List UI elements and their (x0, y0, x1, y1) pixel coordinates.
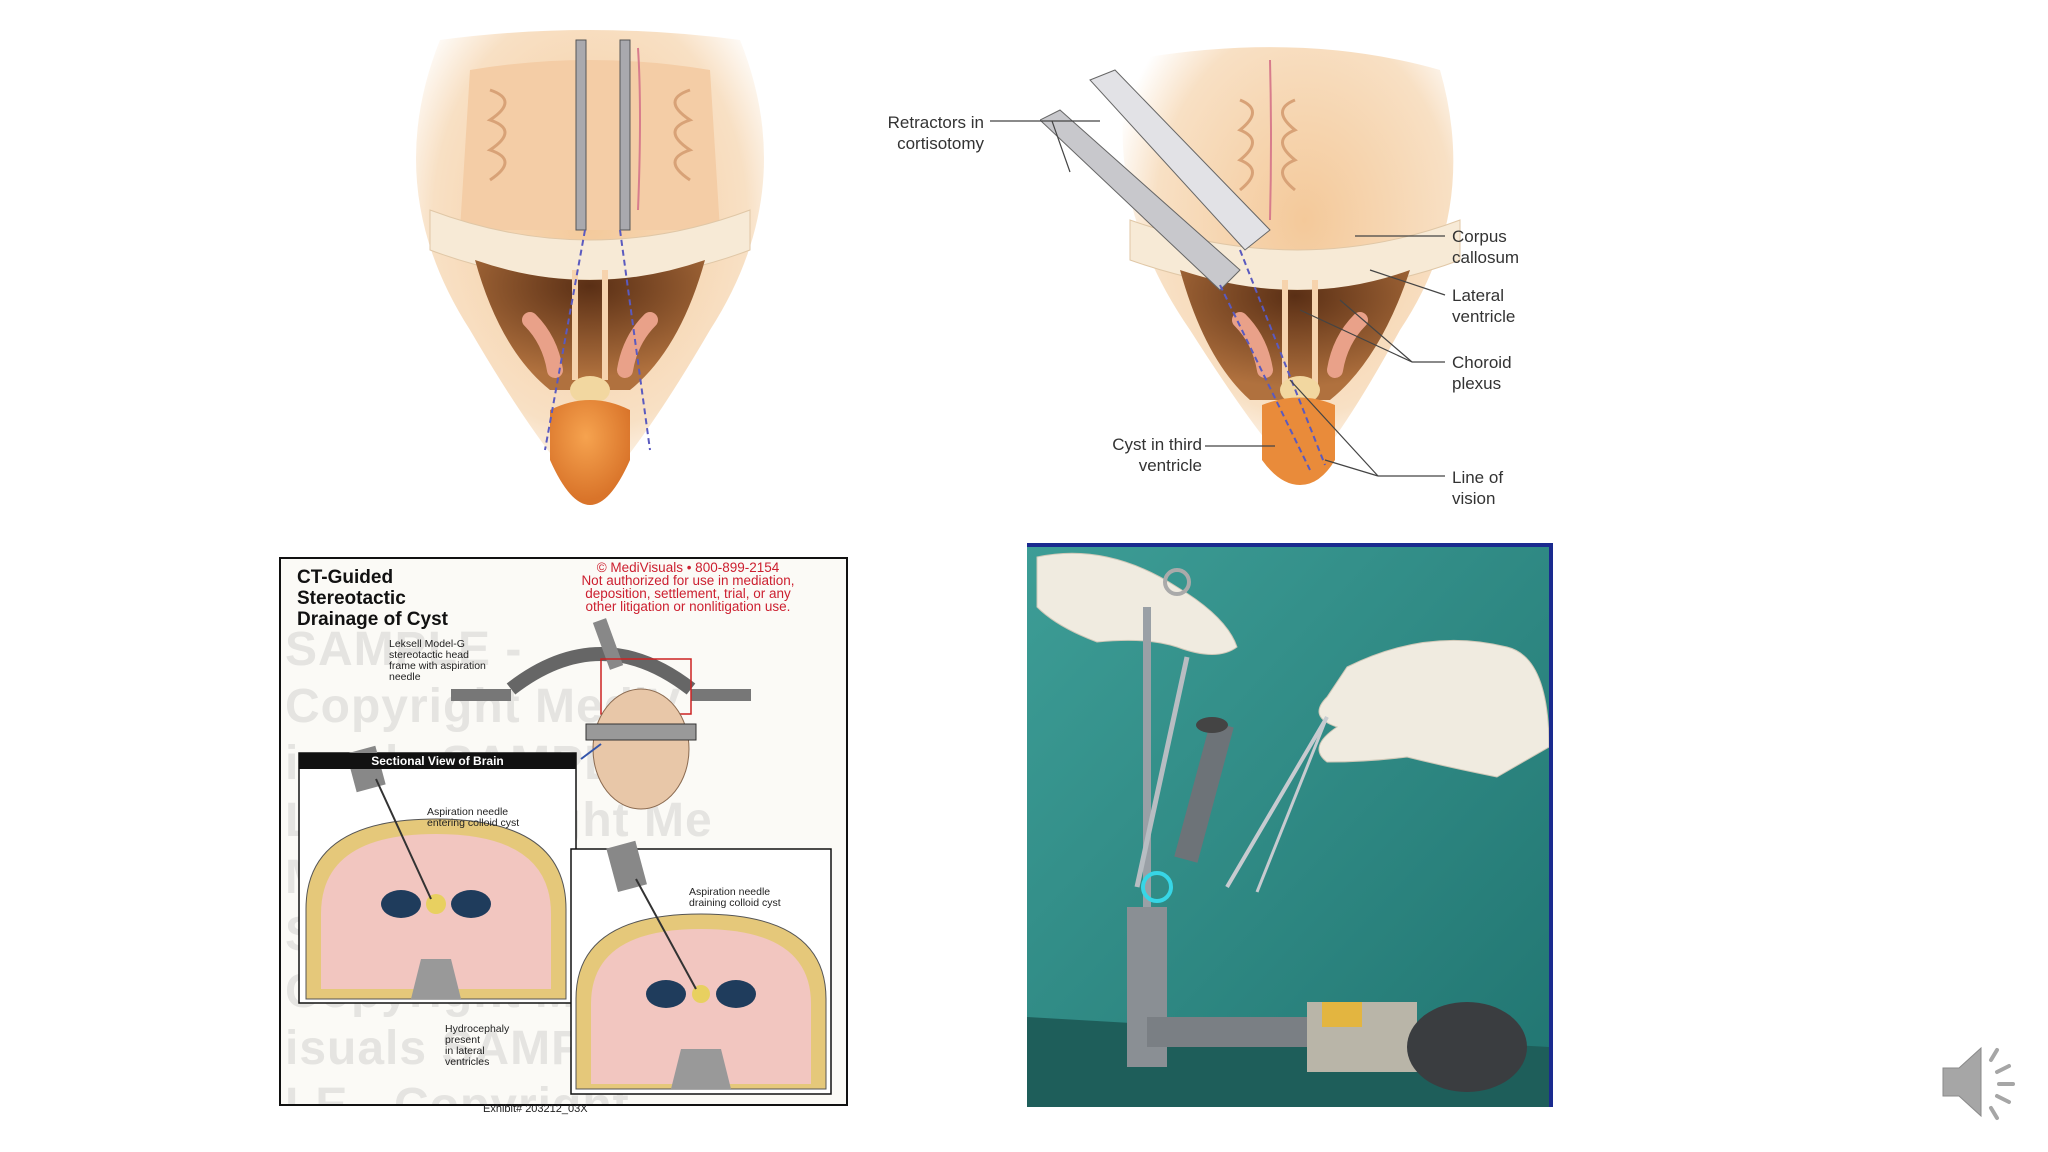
label-lateral-ventricle: Lateral ventricle (1452, 286, 1516, 326)
label-corpus-callosum: Corpus callosum (1452, 227, 1520, 267)
needle-draining-label: Aspiration needle draining colloid cyst (689, 886, 781, 909)
section-header: Sectional View of Brain (299, 753, 576, 769)
copyright-line: other litigation or nonlitigation use. (585, 599, 791, 614)
frame-label: Leksell Model-G stereotactic head frame … (389, 638, 486, 683)
label-cyst: Cyst in third ventricle (1112, 435, 1202, 475)
exhibit-number: Exhibit# 203212_03X (483, 1103, 588, 1115)
hydrocephaly-label: Hydrocephaly present in lateral ventricl… (445, 1023, 510, 1068)
endoscope-photo-drawing (1027, 547, 1549, 1107)
copyright-line: Not authorized for use in mediation, (581, 573, 795, 588)
label-retractors: Retractors in cortisotomy (887, 113, 984, 153)
ct-panel-title: CT-Guided Stereotactic Drainage of Cyst (297, 567, 448, 630)
endoscope-photo (1027, 543, 1553, 1107)
ct-guided-drainage-panel: SAMPLE - Copyright MediV isuals SAMPLE -… (279, 557, 848, 1106)
speaker-icon[interactable] (1935, 1036, 2025, 1126)
copyright-notice: © MediVisuals • 800-899-2154 Not authori… (538, 560, 838, 614)
label-choroid-plexus: Choroid plexus (1452, 353, 1512, 393)
ct-panel-illustration (298, 618, 832, 1095)
label-line-of-vision: Line of vision (1452, 468, 1504, 508)
needle-entering-label: Aspiration needle entering colloid cyst (427, 806, 520, 829)
brain-illustration-right (1040, 47, 1461, 485)
copyright-line: deposition, settlement, trial, or any (585, 586, 791, 601)
brain-illustration-left (416, 30, 764, 505)
copyright-line: © MediVisuals • 800-899-2154 (596, 560, 780, 575)
